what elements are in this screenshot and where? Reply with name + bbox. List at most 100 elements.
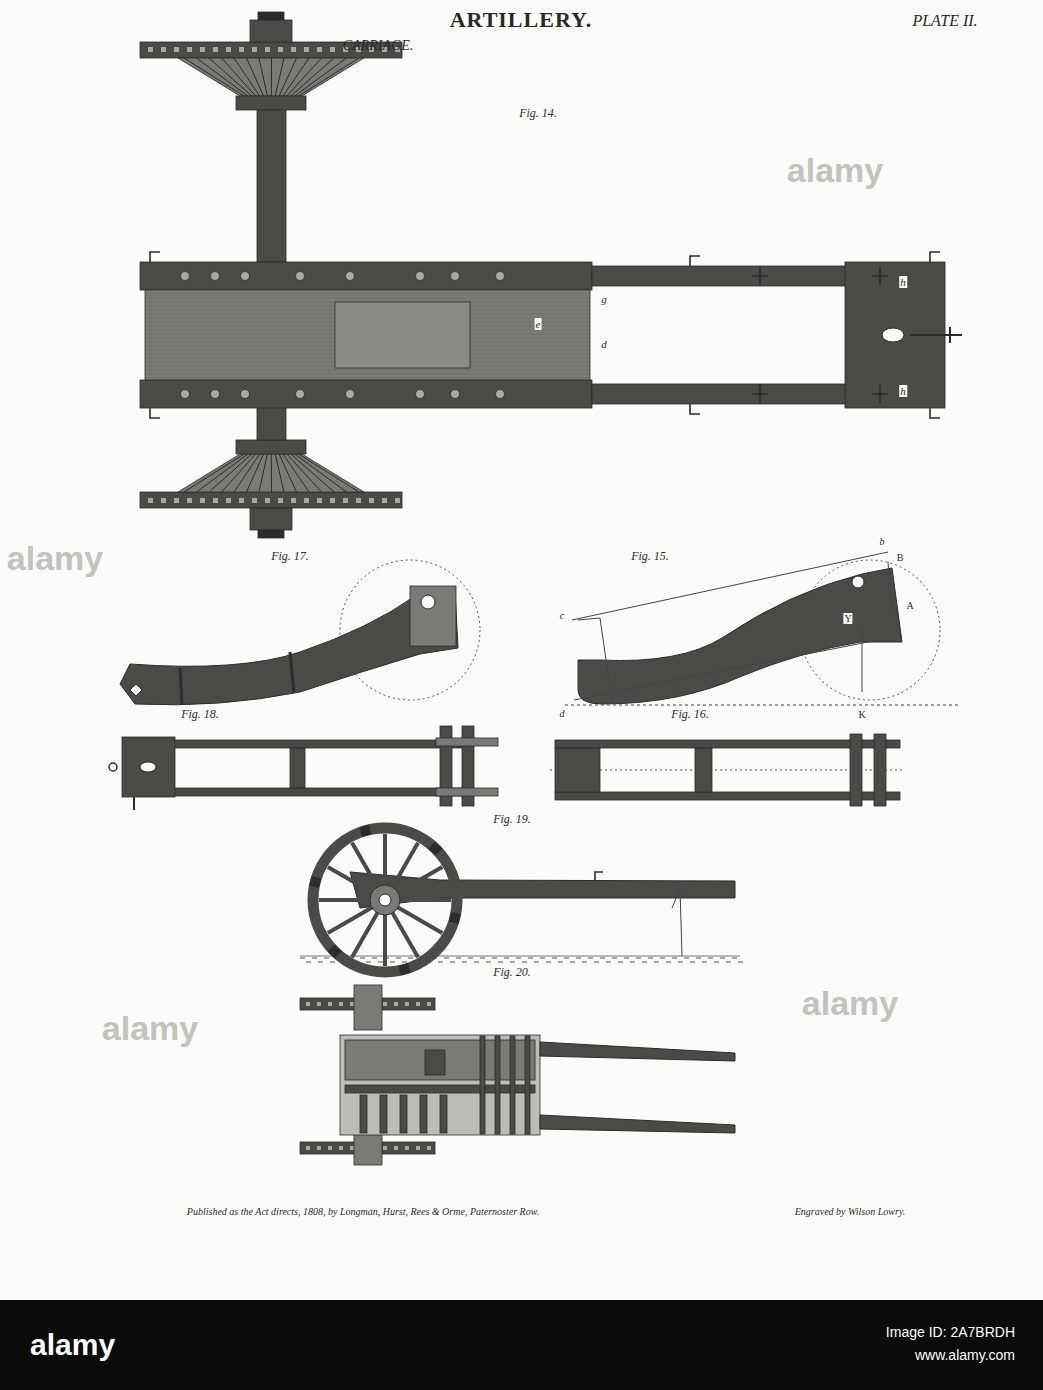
ground-hatch bbox=[624, 958, 629, 959]
bolt-head bbox=[346, 272, 355, 281]
bolt-head bbox=[416, 272, 425, 281]
rim-hole bbox=[213, 498, 218, 503]
construction-line bbox=[862, 628, 863, 692]
hook bbox=[150, 252, 160, 262]
rim-hole bbox=[265, 498, 270, 503]
cross-bolt bbox=[759, 385, 761, 403]
rim-hole bbox=[416, 1002, 420, 1006]
rim-hole bbox=[405, 1002, 409, 1006]
hatch-line bbox=[146, 298, 589, 299]
ground-hatch bbox=[330, 962, 335, 963]
letter-mark: B bbox=[896, 552, 905, 563]
slat bbox=[360, 1095, 367, 1133]
stock-url: www.alamy.com bbox=[915, 1348, 1015, 1363]
letter-mark: d bbox=[601, 338, 607, 350]
rim-hole bbox=[328, 1002, 332, 1006]
rim-hole bbox=[187, 47, 192, 52]
rim-hole bbox=[369, 498, 374, 503]
letter-mark: K bbox=[857, 709, 866, 720]
ground-hatch bbox=[444, 958, 449, 959]
ground-hatch bbox=[408, 958, 413, 959]
ground-hatch bbox=[612, 958, 617, 959]
bolt-head bbox=[211, 272, 220, 281]
figure-16 bbox=[550, 734, 905, 806]
stock-bar bbox=[0, 1300, 1043, 1390]
letter-mark: h bbox=[899, 276, 907, 288]
stock-id: Image ID: 2A7BRDH bbox=[886, 1325, 1015, 1340]
spoke-line bbox=[184, 58, 244, 96]
letter-mark: g bbox=[601, 293, 607, 305]
trail-transom bbox=[555, 748, 600, 792]
plate-title: ARTILLERY. bbox=[450, 8, 593, 32]
ground-hatch bbox=[630, 962, 635, 963]
spoke-line bbox=[279, 454, 296, 492]
ground-hatch bbox=[678, 962, 683, 963]
spoke-line bbox=[291, 454, 334, 492]
ground-hatch bbox=[546, 962, 551, 963]
ground-hatch bbox=[690, 962, 695, 963]
pin bbox=[133, 797, 135, 810]
nave bbox=[370, 885, 400, 915]
shaft-bar bbox=[495, 1036, 500, 1134]
rim-hole bbox=[405, 1146, 409, 1150]
shaft bbox=[540, 1115, 735, 1133]
rim-hole bbox=[328, 1146, 332, 1150]
figure-number: Fig. 18. bbox=[181, 708, 219, 721]
prop-stick bbox=[672, 889, 680, 908]
ground-line bbox=[565, 705, 960, 706]
rim-hole bbox=[239, 498, 244, 503]
figure-14 bbox=[140, 12, 962, 538]
ground-hatch bbox=[570, 962, 575, 963]
ground-hatch bbox=[492, 958, 497, 959]
bolt-head bbox=[211, 390, 220, 399]
rail bbox=[555, 792, 900, 800]
spoke-line bbox=[299, 58, 359, 96]
rim-hole bbox=[304, 47, 309, 52]
trunnion-hole bbox=[852, 576, 864, 588]
trail-beam bbox=[592, 266, 847, 286]
hatch-line bbox=[146, 294, 589, 295]
hook bbox=[690, 404, 700, 414]
rim-hole bbox=[200, 498, 205, 503]
ground-hatch bbox=[618, 962, 623, 963]
ground-hatch bbox=[528, 958, 533, 959]
ground-hatch bbox=[504, 958, 509, 959]
bolt-head bbox=[296, 272, 305, 281]
bolt-head bbox=[181, 390, 190, 399]
ground-hatch bbox=[318, 962, 323, 963]
spoke bbox=[397, 867, 442, 893]
slat bbox=[380, 1095, 387, 1133]
rim-hole bbox=[317, 1002, 321, 1006]
ground-hatch bbox=[558, 962, 563, 963]
ground-hatch bbox=[642, 962, 647, 963]
spoke-line bbox=[197, 58, 248, 96]
spoke-line bbox=[299, 454, 359, 492]
ring bbox=[109, 763, 117, 771]
ground-hatch bbox=[594, 962, 599, 963]
subtitle: CARRIAGE. bbox=[343, 38, 413, 53]
rim-hole bbox=[330, 47, 335, 52]
ground-hatch bbox=[696, 958, 701, 959]
post bbox=[850, 734, 862, 806]
ground-hatch bbox=[636, 958, 641, 959]
diamond-mark bbox=[130, 684, 142, 696]
ground-hatch bbox=[306, 962, 311, 963]
bolt-head bbox=[451, 390, 460, 399]
trail-transom bbox=[122, 737, 175, 797]
box-lid bbox=[425, 1050, 445, 1075]
ground-hatch bbox=[588, 958, 593, 959]
rim-hole bbox=[383, 1002, 387, 1006]
hatch-line bbox=[146, 370, 589, 371]
figure-18 bbox=[109, 726, 498, 810]
nave bbox=[236, 440, 306, 454]
trail-handle bbox=[949, 327, 951, 343]
nave bbox=[236, 96, 306, 110]
tyre-strake bbox=[449, 912, 461, 924]
pintle-hole bbox=[882, 328, 904, 342]
hub-cap bbox=[250, 508, 292, 530]
crossbar bbox=[695, 748, 712, 792]
ground-hatch bbox=[576, 958, 581, 959]
spoke-line bbox=[184, 454, 244, 492]
rim-hole bbox=[252, 47, 257, 52]
